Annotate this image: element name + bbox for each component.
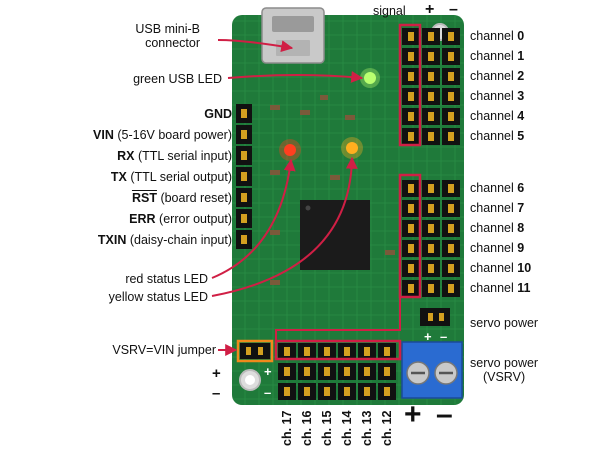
green-led-arrow	[227, 70, 364, 83]
signal-label: signal	[373, 4, 406, 18]
rx-label: RX (TTL serial input)	[117, 149, 232, 163]
red-led	[284, 144, 296, 156]
channel-label: channel 9	[470, 241, 525, 255]
rst-label: RST (board reset)	[131, 191, 232, 205]
servo-minus-sign: –	[440, 329, 448, 344]
terminal-plus-sign: +	[404, 398, 422, 431]
green-led	[364, 72, 376, 84]
left-header-pins	[236, 104, 252, 249]
channel-label: channel 8	[470, 221, 525, 235]
usb-connector	[261, 7, 325, 64]
yellow-led-label: yellow status LED	[108, 290, 208, 304]
channel-label: channel 5	[470, 129, 525, 143]
channels-0-5-highlight	[398, 23, 422, 147]
yellow-led-arrow	[211, 156, 358, 297]
channel-label: ch. 15	[320, 410, 334, 446]
bottom-servo-header	[278, 343, 396, 400]
channel-label: channel 1	[470, 49, 525, 63]
left-plus-sign: +	[212, 365, 221, 382]
usb-connector-arrow	[217, 39, 294, 53]
board-minus-sign: –	[264, 385, 272, 400]
left-minus-sign: –	[212, 385, 221, 402]
channel-label: channel 10	[470, 261, 532, 275]
servo-power-label: servo power	[470, 316, 539, 330]
channel-label: ch. 14	[340, 410, 354, 446]
red-led-arrow	[211, 158, 296, 279]
jumper-label: VSRV=VIN jumper	[112, 343, 216, 357]
err-label: ERR (error output)	[129, 212, 232, 226]
tx-label: TX (TTL serial output)	[110, 170, 232, 184]
channels-6-11-highlight	[398, 173, 422, 299]
servo-plus-sign: +	[424, 329, 432, 344]
servo-power-pins	[420, 308, 450, 326]
channel-label: ch. 16	[300, 410, 314, 446]
vsrv-terminal-block	[401, 341, 463, 399]
channel-label: ch. 13	[360, 410, 374, 446]
channel-label: ch. 17	[280, 410, 294, 446]
channel-label: channel 3	[470, 89, 525, 103]
txin-label: TXIN (daisy-chain input)	[97, 233, 232, 247]
channels-12-17-highlight	[274, 339, 402, 361]
top-minus-sign: –	[449, 1, 458, 18]
channel-label: channel 2	[470, 69, 525, 83]
servo-power-vsrv-label: servo power (VSRV)	[470, 356, 539, 384]
usb-connector-label: USB mini-B connector	[135, 22, 200, 50]
vin-label: VIN (5-16V board power)	[93, 128, 232, 142]
red-led-label: red status LED	[125, 272, 208, 286]
gnd-label: GND	[204, 107, 232, 121]
microcontroller-chip	[300, 200, 370, 270]
channel-label: channel 6	[470, 181, 525, 195]
yellow-led	[346, 142, 358, 154]
green-led-label: green USB LED	[133, 72, 222, 86]
right-servo-header	[402, 28, 460, 297]
channel-label: channel 0	[470, 29, 525, 43]
channel-label: channel 7	[470, 201, 525, 215]
channel-label: channel 11	[470, 281, 531, 295]
terminal-minus-sign: –	[436, 398, 453, 431]
board-plus-sign: +	[264, 364, 272, 379]
channel-label: channel 4	[470, 109, 525, 123]
top-plus-sign: +	[425, 1, 435, 18]
channel-label: ch. 12	[380, 410, 394, 446]
vsrv-jumper-pins	[236, 339, 274, 363]
